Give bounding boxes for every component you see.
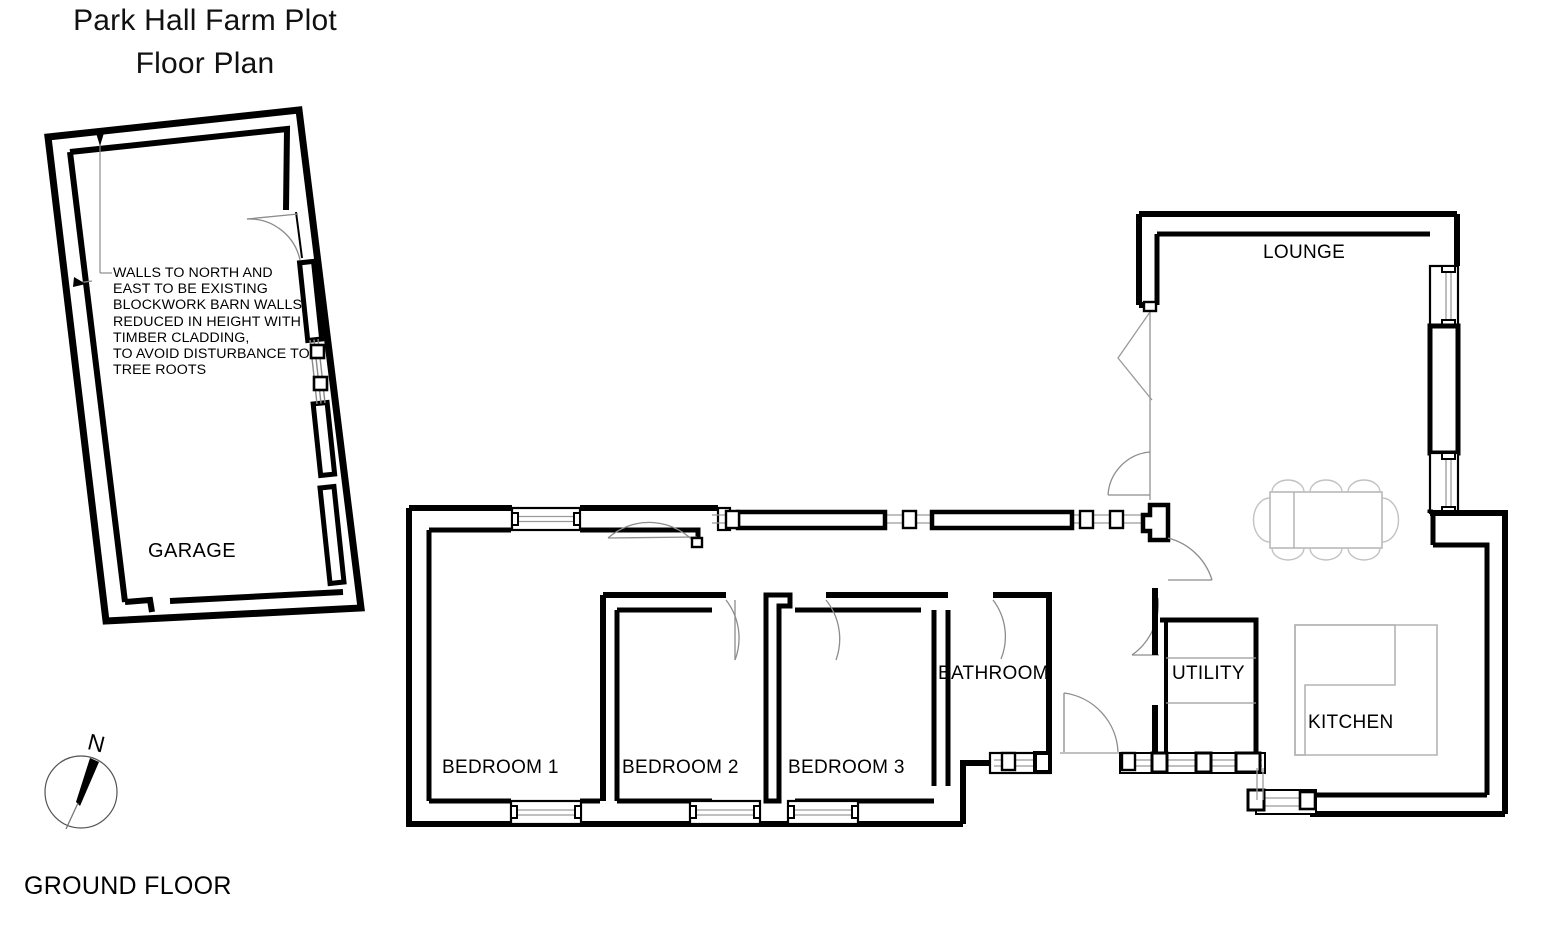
kitchen-counter-run — [1294, 624, 1438, 756]
title-line-2: Floor Plan — [135, 46, 275, 80]
lounge-west-door-swing — [1107, 451, 1151, 496]
garage-door-jamb — [295, 211, 303, 259]
bedroom3-door-swing — [825, 599, 841, 661]
garage-block — [44, 106, 365, 625]
leader-arrowhead-west — [73, 277, 86, 287]
bedroom1-door-stop — [690, 536, 704, 549]
window-bedroom1-north — [510, 506, 582, 532]
wing-south-step — [960, 760, 996, 824]
garage-mullion-2 — [312, 375, 329, 392]
lounge-kitchen-block — [1107, 211, 1508, 817]
corridor-north-glazing — [712, 506, 1160, 532]
garage-inner-wall-south — [169, 589, 344, 604]
window-bedroom3-south — [786, 799, 860, 826]
window-lounge-east-2 — [1428, 451, 1460, 515]
window-lounge-east-1 — [1428, 264, 1460, 328]
partition-bed2-bed3 — [763, 592, 793, 804]
bedroom-wing — [406, 502, 1266, 827]
room-label-bathroom: BATHROOM — [938, 663, 1049, 684]
lounge-west-jamb-top — [1142, 300, 1158, 313]
garage-east-wall-seg-2 — [310, 399, 338, 479]
kitchen-counter-outline — [1294, 624, 1396, 756]
house-outer-wall-left-bottom — [406, 508, 963, 827]
window-kitchen-west — [1256, 768, 1264, 800]
lounge-wall-east-2 — [1427, 323, 1461, 456]
window-bedroom1-south — [509, 799, 583, 826]
window-utility-south — [1119, 751, 1266, 774]
room-label-lounge: LOUNGE — [1263, 242, 1346, 263]
bedroom1-inner-wall-top-b — [580, 527, 701, 543]
dining-table-set — [1252, 479, 1400, 561]
bedroom1-door-swing — [607, 521, 698, 546]
room-label-garage: GARAGE — [148, 540, 236, 562]
garage-outer-wall — [44, 106, 365, 625]
garage-door-leaf — [246, 213, 299, 220]
garage-inner-wall-west — [67, 151, 128, 603]
garage-door-swing-arc — [246, 218, 301, 261]
bathroom-door-swing — [992, 599, 1006, 660]
bedroom1-door-leaf — [607, 536, 698, 539]
bathroom-wall-right — [993, 592, 1052, 770]
dining-table — [1269, 491, 1383, 549]
room-label-kitchen: KITCHEN — [1308, 712, 1394, 733]
title-line-1: Park Hall Farm Plot — [73, 4, 337, 37]
hall-corner-post — [1140, 502, 1171, 543]
leader-arrowhead-north — [96, 133, 104, 146]
compass-circle — [44, 755, 118, 829]
window-bedroom2-south — [688, 799, 762, 826]
wall-construction-note: WALLS TO NORTH AND EAST TO BE EXISTING B… — [113, 265, 310, 379]
garage-mullion-1 — [309, 343, 326, 360]
room-label-bedroom1: BEDROOM 1 — [442, 757, 559, 778]
ground-floor-label: GROUND FLOOR — [24, 872, 232, 900]
compass-needle-south — [65, 802, 79, 830]
lounge-bifold-leaves — [1117, 311, 1153, 401]
bedroom2-door-swing — [725, 599, 740, 661]
compass-needle-north — [76, 758, 99, 806]
kitchen-wall-east-outer — [1430, 510, 1508, 814]
room-label-bedroom2: BEDROOM 2 — [622, 757, 739, 778]
lounge-hall-door-swing — [1167, 537, 1213, 581]
hall-door-swing-1 — [1063, 692, 1119, 753]
room-label-utility: UTILITY — [1172, 663, 1245, 684]
utility-wall-inner — [1160, 617, 1259, 762]
bathroom-south-post — [1033, 751, 1052, 774]
garage-east-wall-seg-3 — [317, 483, 347, 587]
garage-inner-wall-south-left — [124, 596, 155, 613]
room-label-bedroom3: BEDROOM 3 — [788, 757, 905, 778]
drawing-title: Park Hall Farm Plot Floor Plan — [0, 0, 410, 85]
garage-inner-wall-north — [69, 125, 291, 211]
kitchen-wall-east-inner — [1433, 542, 1490, 795]
compass-rose — [44, 755, 118, 830]
window-kitchen-south — [1246, 788, 1317, 815]
